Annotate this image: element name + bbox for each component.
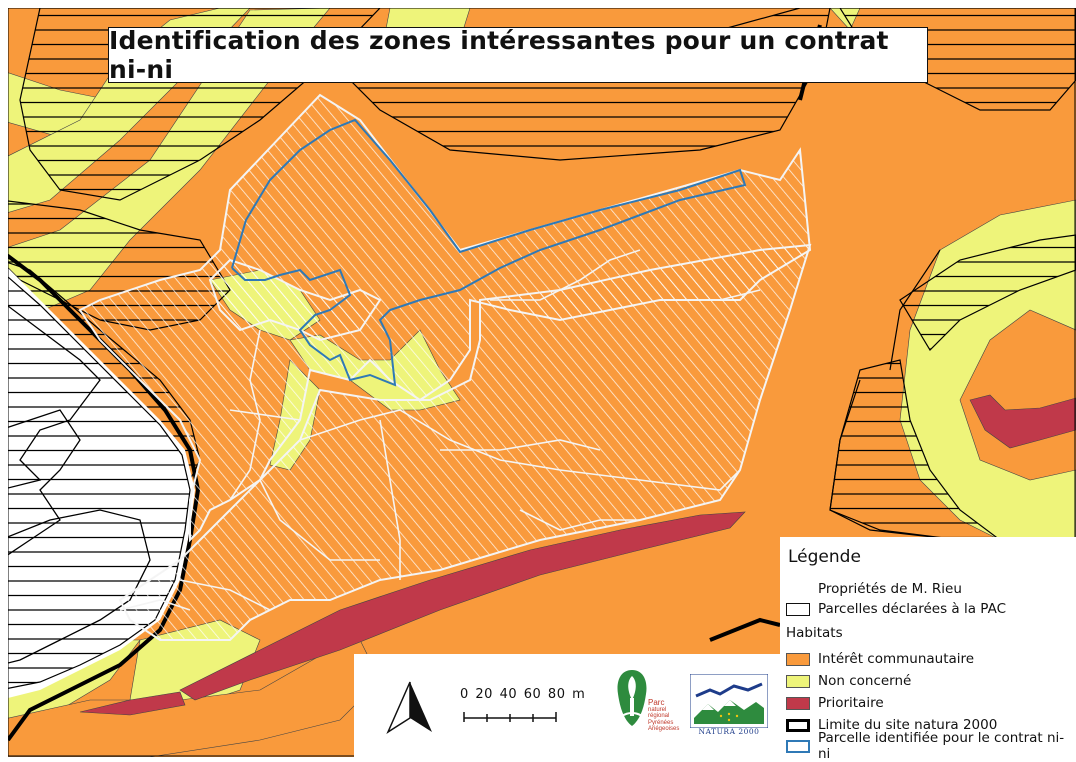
map-title: Identification des zones intéressantes p…: [109, 26, 889, 84]
legend-item-prioritaire: Prioritaire: [786, 693, 884, 713]
scale-bar-label: 0 20 40 60 80 m: [460, 687, 586, 702]
road-outlines: [8, 305, 151, 664]
proprietes-rieu: [78, 93, 812, 641]
legend-label-proprietes: Propriétés de M. Rieu: [818, 581, 962, 597]
legend-label-pac: Parcelles déclarées à la PAC: [818, 601, 1007, 617]
map-legend: Légende Propriétés de M. Rieu Parcelles …: [780, 537, 1076, 762]
parc-logo-text: Parc naturel régional Pyrénées Ariégeois…: [648, 698, 680, 733]
parc-logo-line-1: Parc: [648, 698, 665, 707]
legend-swatch-natura-limit: [786, 718, 810, 732]
natura-2000-logo-icon: [690, 674, 768, 728]
legend-item-natura-limit: Limite du site natura 2000: [786, 715, 997, 735]
legend-swatch-ni-ni: [786, 739, 810, 753]
legend-habitats-heading: Habitats: [786, 625, 843, 641]
legend-label-natura-limit: Limite du site natura 2000: [818, 717, 998, 733]
parc-logo-line-4: Pyrénées: [648, 719, 674, 726]
map-title-box: Identification des zones intéressantes p…: [108, 26, 928, 84]
legend-item-interet: Intérêt communautaire: [786, 649, 974, 669]
legend-swatch-prioritaire: [786, 696, 810, 710]
scale-bar: [463, 712, 557, 722]
parc-logo-line-2: naturel: [648, 706, 667, 713]
parcel-lines: [119, 249, 761, 611]
north-arrow-icon: [386, 681, 432, 734]
natura-logo-text: NATURA 2000: [698, 727, 760, 736]
legend-title: Légende: [788, 547, 861, 567]
legend-swatch-pac: [786, 602, 810, 616]
legend-item-pac: Parcelles déclarées à la PAC: [786, 599, 1006, 619]
legend-swatch-proprietes: [786, 582, 810, 596]
parcelle-ni-ni: [231, 118, 747, 387]
legend-swatch-non-concerne: [786, 674, 810, 688]
parc-logo-line-5: Ariégeoises: [648, 726, 680, 732]
legend-label-prioritaire: Prioritaire: [818, 695, 884, 711]
legend-label-interet: Intérêt communautaire: [818, 651, 975, 667]
habitat-prioritaire: [79, 394, 1076, 716]
legend-item-ni-ni: Parcelle identifiée pour le contrat ni-n…: [786, 730, 1076, 762]
legend-item-non-concerne: Non concerné: [786, 671, 911, 691]
legend-swatch-interet: [786, 652, 810, 666]
legend-item-proprietes: Propriétés de M. Rieu: [786, 579, 962, 599]
legend-label-ni-ni: Parcelle identifiée pour le contrat ni-n…: [817, 730, 1065, 762]
parc-logo-line-3: régional: [648, 713, 670, 719]
legend-label-non-concerne: Non concerné: [818, 673, 912, 689]
parc-pyrenees-logo-icon: [617, 670, 647, 726]
